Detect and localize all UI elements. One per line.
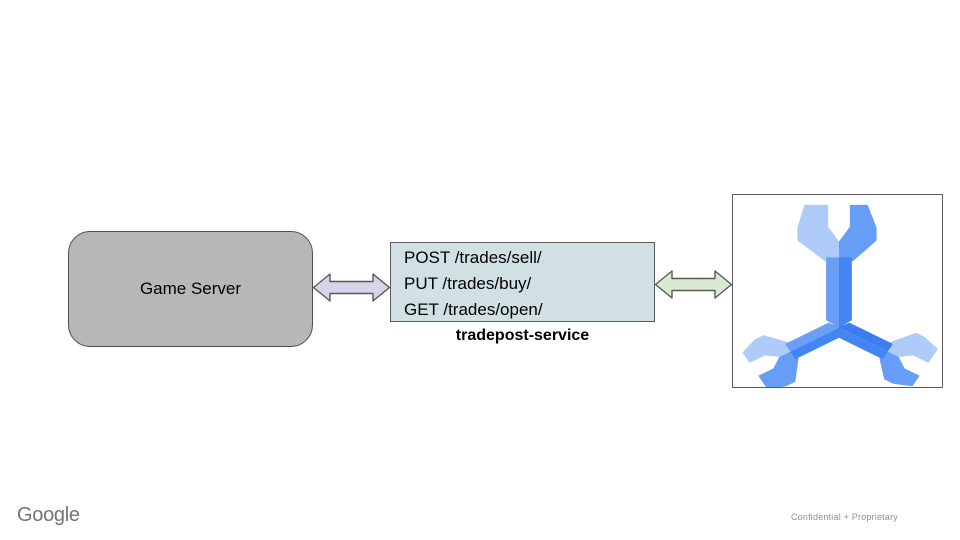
endpoint-line: GET /trades/open/ <box>404 300 543 319</box>
endpoint-line: POST /trades/sell/ <box>404 248 542 267</box>
google-logo: Google <box>17 504 80 526</box>
confidential-note: Confidential + Proprietary <box>790 512 898 522</box>
game-server-label: Game Server <box>139 279 242 298</box>
service-name-label: tradepost-service <box>455 327 590 344</box>
endpoint-line: PUT /trades/buy/ <box>404 274 532 293</box>
tradepost-endpoints-box: POST /trades/sell/ PUT /trades/buy/ GET … <box>390 242 655 322</box>
bidirectional-arrow-icon <box>654 270 733 299</box>
spanner-node <box>732 194 943 388</box>
cloud-spanner-icon <box>733 195 942 387</box>
bidirectional-arrow-icon <box>312 273 391 302</box>
game-server-node: Game Server <box>68 231 313 347</box>
